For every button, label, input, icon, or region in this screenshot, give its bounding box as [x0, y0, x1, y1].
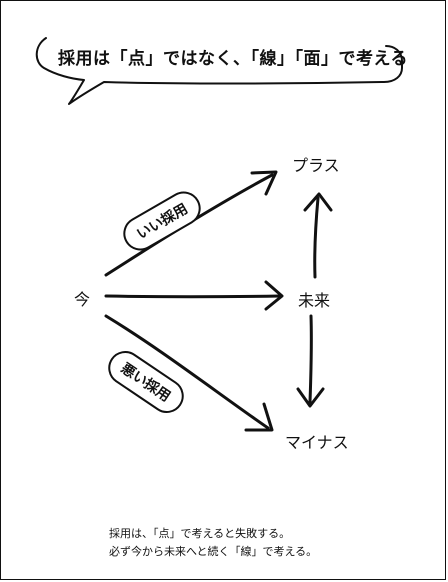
node-now: 今	[74, 290, 91, 309]
diagram-title: 採用は「点」ではなく、「線」「面」で考える	[58, 49, 408, 69]
arrow-future-up	[313, 196, 320, 279]
arrow-future-down-head	[296, 387, 325, 408]
node-plus: プラス	[292, 156, 340, 175]
arrow-to-plus-head	[250, 170, 278, 196]
arrow-to-future	[104, 294, 282, 299]
node-future: 未来	[298, 291, 331, 310]
arrow-to-minus	[104, 314, 270, 430]
title-bubble	[35, 37, 403, 105]
arrow-future-up-head	[303, 192, 333, 212]
arrow-to-future-head	[264, 280, 284, 311]
caption: 採用は、「点」で考えると失敗する。 必ず今から未来へと続く「線」で考える。	[109, 525, 439, 561]
arrow-to-minus-head	[244, 402, 274, 432]
arrow-future-down	[308, 314, 313, 404]
caption-line-2: 必ず今から未来へと続く「線」で考える。	[109, 545, 318, 558]
caption-line-1: 採用は、「点」で考えると失敗する。	[109, 527, 291, 540]
node-minus: マイナス	[285, 433, 349, 452]
